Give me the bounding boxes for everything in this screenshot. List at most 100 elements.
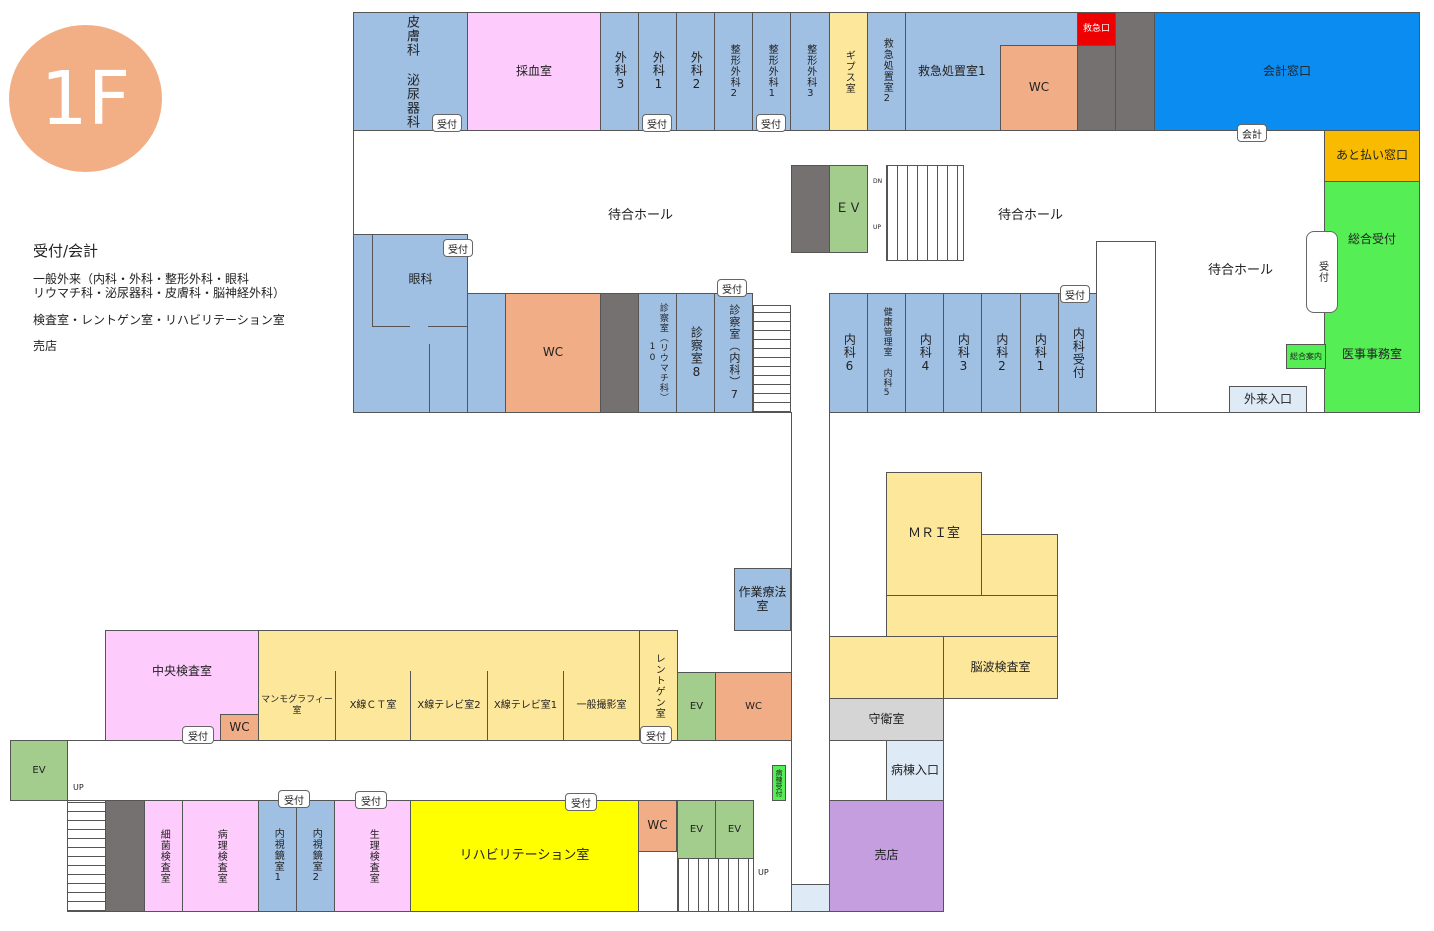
elevator: EV xyxy=(677,800,716,859)
service-room xyxy=(1115,12,1155,131)
staircase xyxy=(677,858,754,912)
room-internal-reception: 内科受付 xyxy=(1058,293,1097,413)
wall xyxy=(428,326,468,327)
stairs-up-label: UP xyxy=(873,224,882,231)
wc-xray: WC xyxy=(715,672,792,741)
room-internal-2: 内科2 xyxy=(981,293,1021,413)
reception-tag: 受付 xyxy=(443,239,473,257)
room-internal-4: 内科4 xyxy=(905,293,944,413)
room-xray-tv-2: X線テレビ室2 xyxy=(410,671,488,741)
room-exam-7: 診察室（内科）7 xyxy=(714,293,753,413)
floor-badge: 1F xyxy=(9,25,162,172)
info-desk: 総合案内 xyxy=(1286,344,1326,369)
wc-middle: WC xyxy=(505,293,601,413)
room-exam-8: 診察室8 xyxy=(676,293,715,413)
room-cast: ギプス室 xyxy=(829,12,868,131)
ward-reception: 病棟受付 xyxy=(772,765,786,801)
room-xray-reception: レントゲン室 xyxy=(639,630,678,741)
er-entrance: 救急口 xyxy=(1077,12,1116,46)
room-pathology: 病理検査室 xyxy=(182,800,259,912)
reception-tag: 受付 xyxy=(717,279,747,297)
room-internal-1: 内科1 xyxy=(1020,293,1059,413)
room-endoscopy-1: 内視鏡室1 xyxy=(258,800,297,912)
entrance-area xyxy=(791,884,830,912)
reception-tag: 受付 xyxy=(642,114,672,132)
reception-tag: 受付 xyxy=(182,726,214,744)
waiting-hall-label: 待合ホール xyxy=(998,208,1064,223)
reception-tag: 受付 xyxy=(1060,285,1090,303)
legend-title: 受付/会計 xyxy=(33,242,99,260)
ward-entrance: 病棟入口 xyxy=(886,740,944,801)
legend-line: 一般外来（内科・外科・整形外科・眼科リウマチ科・泌尿器科・皮膚科・脳神経外科） xyxy=(33,272,286,301)
reception-tag: 受付 xyxy=(355,791,387,809)
room-ortho-2: 整形外科2 xyxy=(714,12,753,131)
service-room xyxy=(791,165,830,253)
general-reception-counter[interactable]: 受付 xyxy=(1306,231,1338,313)
room-rehabilitation: リハビリテーション室 xyxy=(410,800,639,912)
general-reception-area: 総合受付 医事事務室 xyxy=(1324,181,1420,413)
room-internal-3: 内科3 xyxy=(943,293,982,413)
room-eeg: 脳波検査室 xyxy=(943,636,1058,699)
stairs-up-label: UP xyxy=(73,783,84,792)
reception-tag: 受付 xyxy=(432,114,462,132)
service-room xyxy=(600,293,639,413)
stairs-up-label: UP xyxy=(758,868,769,877)
deferred-payment-window: あと払い窓口 xyxy=(1324,130,1420,182)
wall xyxy=(372,234,373,326)
room-ophthalmology: 眼科 xyxy=(353,234,468,413)
legend: 受付/会計 一般外来（内科・外科・整形外科・眼科リウマチ科・泌尿器科・皮膚科・脳… xyxy=(33,242,285,366)
elevator: EV xyxy=(10,740,68,801)
reception-tag: 受付 xyxy=(278,790,310,808)
room-ortho-3: 整形外科3 xyxy=(790,12,830,131)
room-exam-10: 診察室（リウマチ科）10 xyxy=(638,293,677,413)
corridor-outline xyxy=(1096,241,1156,413)
wall xyxy=(429,344,430,413)
reception-tag: 受付 xyxy=(640,726,672,744)
cashier-tag: 会計 xyxy=(1237,124,1267,142)
wc-top: WC xyxy=(1000,45,1078,131)
room-health-5: 健康管理室 内科5 xyxy=(867,293,906,413)
staircase xyxy=(753,305,791,413)
service-room xyxy=(105,800,145,912)
corridor-outline xyxy=(791,412,830,912)
room-physiology: 生理検査室 xyxy=(334,800,411,912)
room-mri: ＭＲＩ室 xyxy=(886,472,982,596)
medical-office-label: 医事事務室 xyxy=(1341,346,1402,361)
room-xray-tv-1: X線テレビ室1 xyxy=(487,671,564,741)
outpatient-entrance: 外来入口 xyxy=(1229,386,1307,413)
room-imaging-annex xyxy=(981,534,1058,596)
waiting-hall-label: 待合ホール xyxy=(1208,263,1274,278)
reception-tag: 受付 xyxy=(565,793,597,811)
room-mammography: マンモグラフィー室 xyxy=(258,671,336,741)
guard-room: 守衛室 xyxy=(829,698,944,741)
room-imaging-annex xyxy=(829,636,944,699)
shop: 売店 xyxy=(829,800,944,912)
room-urology-dermatology: 皮膚科 泌尿器科 xyxy=(353,12,468,131)
room-er-2: 救急処置室2 xyxy=(867,12,906,131)
room-surgery-2: 外科2 xyxy=(676,12,715,131)
room-endoscopy-2: 内視鏡室2 xyxy=(296,800,335,912)
reception-tag: 受付 xyxy=(756,114,786,132)
waiting-hall-label: 待合ホール xyxy=(608,208,674,223)
wc-rehab: WC xyxy=(638,800,677,852)
room-imaging-annex xyxy=(886,595,1058,637)
elevator: EV xyxy=(677,672,716,741)
room-xray-ct: X線ＣＴ室 xyxy=(335,671,411,741)
elevator: ＥＶ xyxy=(829,165,868,253)
staircase xyxy=(886,165,964,261)
room-central-lab: 中央検査室 xyxy=(105,630,259,741)
room-internal-6: 内科6 xyxy=(829,293,868,413)
wall xyxy=(372,326,410,327)
legend-line: 売店 xyxy=(33,339,58,354)
legend-line: 検査室・レントゲン室・リハビリテーション室 xyxy=(33,312,285,327)
room-general-xray: 一般撮影室 xyxy=(563,671,640,741)
stairs-dn-label: DN xyxy=(873,178,883,185)
service-room xyxy=(1077,45,1116,131)
staircase xyxy=(67,800,106,912)
elevator: EV xyxy=(715,800,754,859)
wc-lab: WC xyxy=(220,714,259,741)
cashier-window: 会計窓口 xyxy=(1154,12,1420,131)
room-corridor-section xyxy=(467,293,506,413)
room-occupational-therapy: 作業療法室 xyxy=(734,568,791,631)
general-reception-label: 総合受付 xyxy=(1347,231,1396,246)
